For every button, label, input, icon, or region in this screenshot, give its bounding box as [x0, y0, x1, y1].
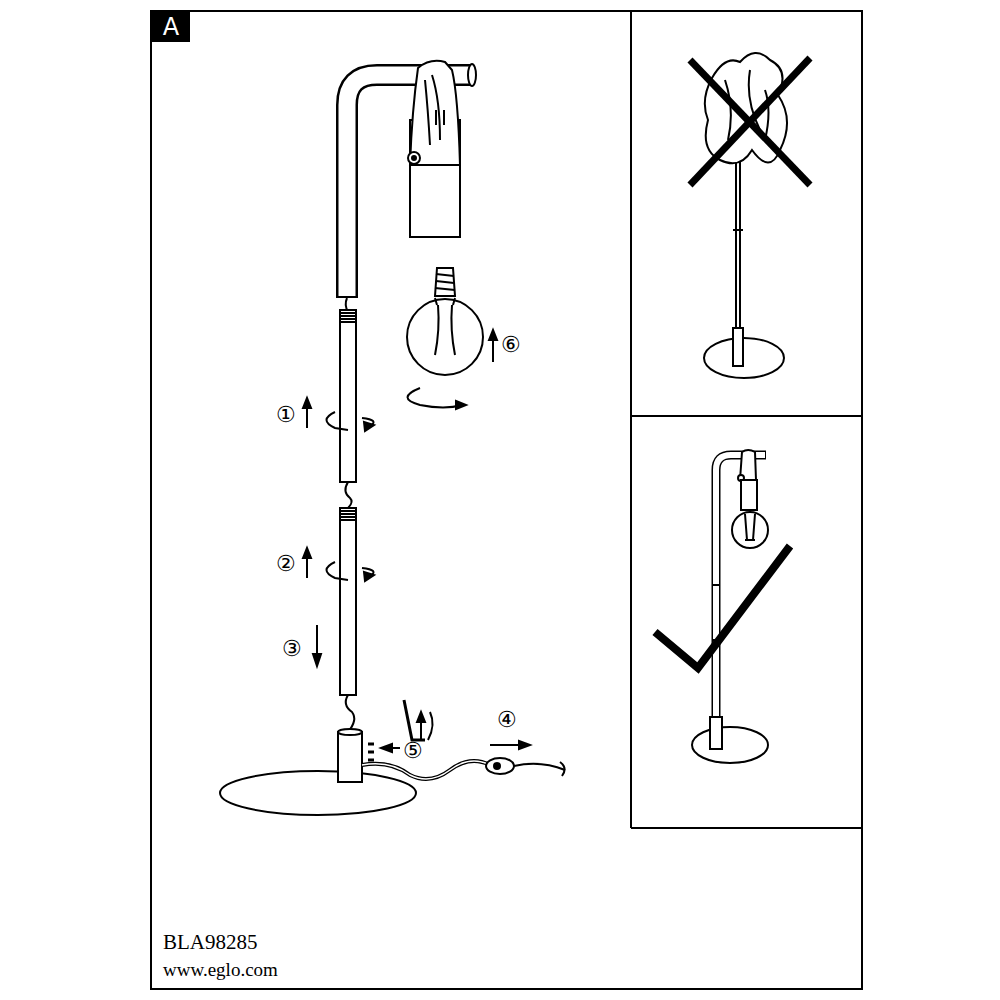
website: www.eglo.com — [163, 960, 278, 979]
callout-number: ③ — [282, 638, 302, 660]
callout-number: ⑤ — [403, 740, 423, 762]
callout-number: ① — [276, 404, 296, 426]
section-letter: A — [163, 15, 179, 39]
section-box — [152, 12, 190, 42]
callout-number: ② — [276, 553, 296, 575]
callout-number: ⑥ — [501, 334, 521, 356]
model-number: BLA98285 — [163, 932, 258, 953]
callout-number: ④ — [497, 709, 517, 731]
